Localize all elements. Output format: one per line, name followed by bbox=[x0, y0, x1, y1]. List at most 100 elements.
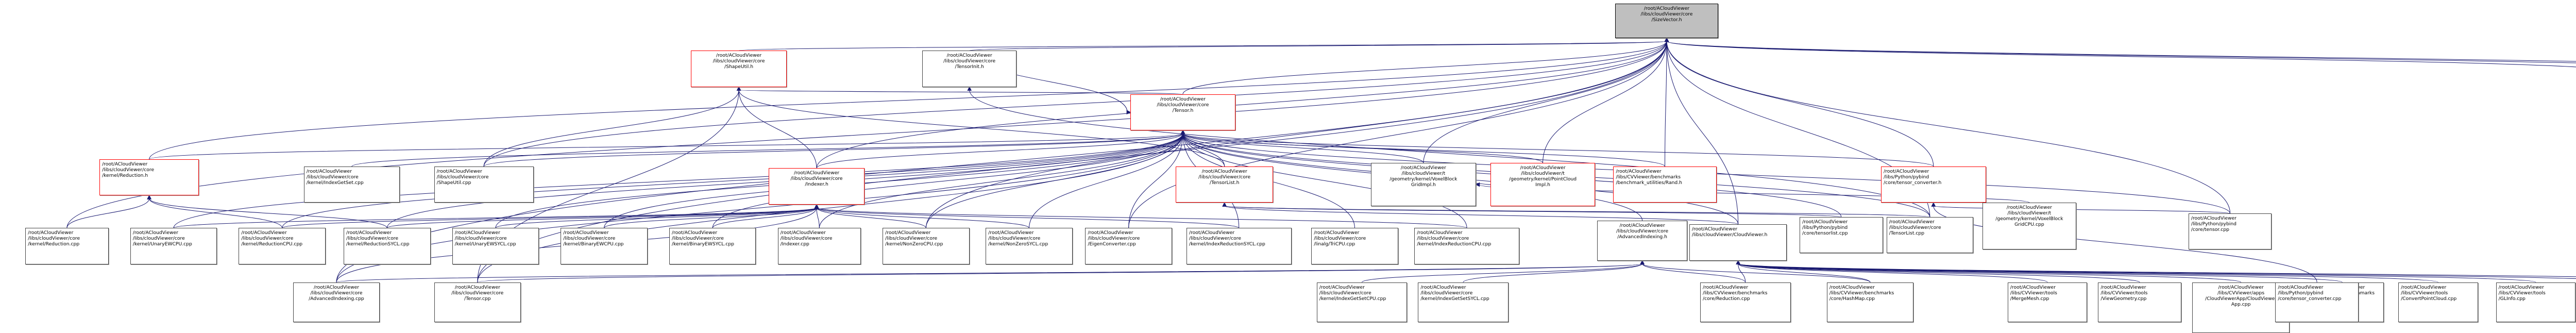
node-label-line: /root/ACloudViewer bbox=[716, 53, 762, 59]
graph-node[interactable]: /root/ACloudViewer/libs/cloudViewer/core… bbox=[1886, 217, 1974, 254]
graph-node[interactable]: /root/ACloudViewer/libs/cloudViewer/core… bbox=[434, 282, 521, 322]
graph-node[interactable]: /root/ACloudViewer/libs/cloudViewer/core… bbox=[986, 228, 1073, 264]
edge-arrowhead-icon bbox=[1180, 129, 1185, 135]
dependency-graph-edges bbox=[66, 37, 2576, 283]
dependency-edge bbox=[1224, 205, 1739, 225]
dependency-edge bbox=[1362, 263, 1643, 283]
node-label-line: /Indexer.cpp bbox=[780, 241, 809, 247]
node-label-line: /AdvancedIndexing.h bbox=[1617, 234, 1667, 240]
graph-node[interactable]: /root/ACloudViewer/libs/cloudViewer/core… bbox=[777, 228, 861, 264]
dependency-edge bbox=[816, 207, 1467, 228]
dependency-edge bbox=[1224, 205, 1930, 218]
graph-node[interactable]: /root/ACloudViewer/libs/cloudViewer/core… bbox=[691, 51, 787, 87]
graph-node[interactable]: /root/ACloudViewer/libs/cloudViewer/core… bbox=[1316, 282, 1408, 322]
graph-node[interactable]: /root/ACloudViewer/libs/cloudViewer/t/ge… bbox=[1490, 162, 1596, 207]
node-label-line: /core/HashMap.cpp bbox=[1829, 295, 1875, 302]
node-label-line: /kernel/ReductionCPU.cpp bbox=[241, 241, 303, 247]
dependency-edge bbox=[483, 41, 1667, 166]
graph-node[interactable]: /root/ACloudViewer/libs/cloudViewer/core… bbox=[130, 228, 217, 264]
dependency-edge bbox=[1029, 133, 1183, 228]
graph-node[interactable]: /root/ACloudViewer/libs/cloudViewer/core… bbox=[1085, 228, 1172, 264]
node-label-line: /root/ACloudViewer bbox=[1314, 230, 1360, 236]
node-label-line: /core/tensorlist.cpp bbox=[1802, 230, 1848, 237]
node-label-line: /libs/cloudViewer/CloudViewer.h bbox=[1691, 232, 1768, 238]
node-label-line: /kernel/IndexReductionCPU.cpp bbox=[1417, 241, 1492, 247]
dependency-edge bbox=[483, 90, 739, 166]
graph-node[interactable]: /root/ACloudViewer/libs/cloudViewer/core… bbox=[669, 228, 756, 264]
node-label-line: /libs/CVViewer/benchmarks bbox=[1616, 174, 1681, 180]
dependency-edge bbox=[483, 133, 1183, 167]
node-label-line: /libs/CVViewer/benchmarks bbox=[1702, 290, 1768, 296]
node-label-line: /root/ACloudViewer bbox=[1702, 284, 1749, 290]
node-label-line: GridCPU.cpp bbox=[2014, 222, 2044, 228]
graph-node[interactable]: /root/ACloudViewer/libs/CVViewer/benchma… bbox=[1700, 282, 1791, 322]
graph-node[interactable]: /root/ACloudViewer/libs/cloudViewer/core… bbox=[1130, 94, 1235, 130]
dependency-edge bbox=[816, 133, 1183, 169]
node-label-line: /kernel/Reduction.cpp bbox=[28, 241, 80, 247]
node-label-line: /libs/Python/pybind bbox=[1884, 174, 1929, 180]
graph-node[interactable]: /root/ACloudViewer/libs/cloudViewer/core… bbox=[452, 228, 539, 264]
graph-node[interactable]: /root/ACloudViewer/libs/cloudViewer/core… bbox=[1186, 228, 1292, 264]
dependency-edge bbox=[738, 41, 1667, 51]
graph-node[interactable]: /root/ACloudViewer/libs/cloudViewer/core… bbox=[1175, 166, 1274, 203]
node-label-line: /libs/cloudViewer/core bbox=[790, 176, 843, 182]
dependency-edge bbox=[282, 207, 817, 228]
dependency-edge bbox=[1423, 41, 1667, 163]
node-label-line: Impl.h bbox=[1535, 181, 1550, 188]
node-label-line: /libs/Python/pybind bbox=[1802, 225, 1848, 231]
graph-node[interactable]: /root/ACloudViewer/libs/cloudViewer/core… bbox=[561, 228, 648, 264]
node-label-line: /root/ACloudViewer bbox=[793, 170, 840, 176]
node-label-line: /kernel/BinaryEWSYCL.cpp bbox=[671, 241, 734, 247]
dependency-edge bbox=[1738, 263, 1746, 282]
graph-node[interactable]: /root/ACloudViewer/libs/CVViewer/benchma… bbox=[1613, 166, 1717, 203]
graph-node[interactable]: /root/ACloudViewer/libs/cloudViewer/core… bbox=[239, 228, 326, 264]
graph-node[interactable]: /root/ACloudViewer/libs/cloudViewer/Clou… bbox=[1689, 224, 1787, 261]
node-label-line: /ViewGeometry.cpp bbox=[2100, 295, 2147, 302]
node-label-line: /root/ACloudViewer bbox=[313, 284, 360, 290]
graph-node[interactable]: /root/ACloudViewer/libs/CVViewer/tools/C… bbox=[2398, 282, 2478, 322]
graph-node[interactable]: /root/ACloudViewer/libs/cloudViewer/core… bbox=[99, 159, 199, 196]
graph-node[interactable]: /root/ACloudViewer/libs/cloudViewer/core… bbox=[922, 51, 1016, 87]
node-label-line: /root/ACloudViewer bbox=[454, 284, 500, 290]
graph-node[interactable]: /root/ACloudViewer/libs/cloudViewer/core… bbox=[1418, 282, 1509, 322]
graph-node[interactable]: /root/ACloudViewer/libs/CVViewer/tools/M… bbox=[2007, 282, 2088, 322]
graph-node[interactable]: /root/ACloudViewer/libs/cloudViewer/core… bbox=[303, 166, 400, 203]
graph-node[interactable]: /root/ACloudViewer/libs/cloudViewer/core… bbox=[434, 166, 534, 203]
graph-node[interactable]: /root/ACloudViewer/libs/cloudViewer/core… bbox=[769, 168, 865, 205]
graph-node[interactable]: /root/ACloudViewer/libs/cloudViewer/core… bbox=[25, 228, 109, 264]
graph-node[interactable]: /root/ACloudViewer/libs/CVViewer/benchma… bbox=[1826, 282, 1914, 322]
graph-node[interactable]: /root/ACloudViewer/libs/CVViewer/tools/V… bbox=[2098, 282, 2181, 322]
node-label-line: /root/ACloudViewer bbox=[1400, 164, 1446, 171]
dependency-edge bbox=[1182, 41, 1667, 94]
node-label-line: /libs/CVViewer/tools bbox=[2401, 290, 2448, 296]
graph-node[interactable]: /root/ACloudViewer/libs/cloudViewer/t/ge… bbox=[1371, 162, 1476, 207]
graph-node[interactable]: /root/ACloudViewer/libs/Python/pybind/co… bbox=[1800, 217, 1883, 254]
graph-node[interactable]: /root/ACloudViewer/libs/cloudViewer/t/ge… bbox=[1982, 203, 2077, 250]
graph-node[interactable]: /root/ACloudViewer/libs/cloudViewer/core… bbox=[883, 228, 970, 264]
node-label-line: /ShapeUtil.h bbox=[724, 64, 754, 70]
node-label-line: /libs/cloudViewer/t bbox=[1521, 170, 1565, 176]
node-label-line: /libs/CVViewer/tools bbox=[2010, 290, 2057, 296]
graph-node[interactable]: /root/ACloudViewer/libs/cloudViewer/core… bbox=[293, 282, 380, 322]
graph-node[interactable]: /root/ACloudViewer/libs/Python/pybind/co… bbox=[1881, 166, 1986, 203]
node-label-line: /root/ACloudViewer bbox=[241, 230, 287, 236]
graph-node[interactable]: /root/ACloudViewer/libs/cloudViewer/core… bbox=[1414, 228, 1519, 264]
dependency-edge bbox=[604, 207, 817, 228]
dependency-edge bbox=[149, 198, 283, 228]
graph-node[interactable]: /root/ACloudViewer/libs/Python/pybind/co… bbox=[2188, 213, 2272, 250]
graph-node[interactable]: /root/ACloudViewer/libs/CVViewer/apps/Cl… bbox=[2192, 282, 2290, 333]
graph-node[interactable]: /root/ACloudViewer/libs/CVViewer/tools/G… bbox=[2496, 282, 2576, 322]
node-label-line: /libs/Python/pybind bbox=[2278, 290, 2324, 296]
node-label-line: /root/ACloudViewer bbox=[28, 230, 74, 236]
dependency-edge bbox=[66, 198, 150, 228]
graph-node[interactable]: /root/ACloudViewer/libs/Python/pybind/co… bbox=[2275, 282, 2359, 322]
node-label-line: /core/tensor_converter.h bbox=[1884, 179, 1942, 186]
node-label-line: /libs/cloudViewer/core bbox=[1417, 236, 1469, 242]
graph-root-node[interactable]: /root/ACloudViewer/libs/cloudViewer/core… bbox=[1615, 4, 1719, 38]
node-label-line: /libs/cloudViewer/core bbox=[885, 236, 938, 242]
graph-node[interactable]: /root/ACloudViewer/libs/cloudViewer/core… bbox=[344, 228, 431, 264]
graph-node[interactable]: /root/ACloudViewer/libs/cloudViewer/core… bbox=[1597, 221, 1688, 261]
dependency-edge bbox=[1666, 41, 1739, 225]
node-label-line: /kernel/UnaryEWCPU.cpp bbox=[132, 241, 192, 247]
graph-node[interactable]: /root/ACloudViewer/libs/cloudViewer/core… bbox=[1311, 228, 1398, 264]
